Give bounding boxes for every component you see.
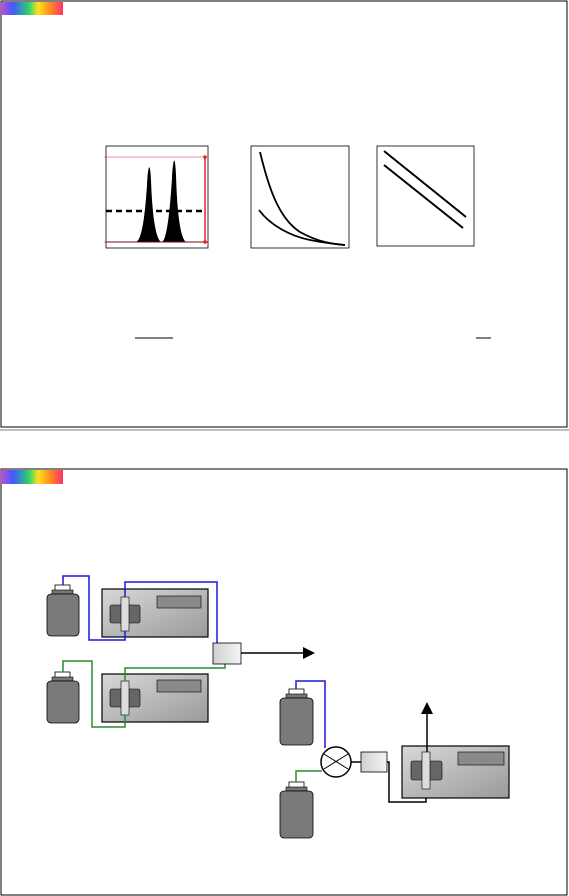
slide-1-logo xyxy=(1,2,63,15)
blue-tubing-outlet xyxy=(124,581,218,643)
chromatogram-peak-1 xyxy=(136,167,161,242)
green-tubing xyxy=(62,660,126,728)
solvent-bottle-icon xyxy=(46,584,80,637)
mixer-icon xyxy=(360,751,388,773)
solvent-bottle-icon xyxy=(279,781,314,839)
chromatogram-plot-icon xyxy=(104,145,209,249)
mixer-icon xyxy=(212,642,242,665)
hplc-pump-icon xyxy=(401,745,510,799)
green-tubing-outlet xyxy=(124,664,226,681)
blue-tubing xyxy=(62,575,126,641)
decay-curves-plot-icon xyxy=(250,145,350,249)
solvent-bottle-icon xyxy=(46,671,80,724)
slide-1 xyxy=(0,0,568,428)
blue-tubing-low xyxy=(295,680,326,748)
hplc-pump-icon xyxy=(101,673,209,723)
line-upper xyxy=(383,150,467,218)
green-tubing-low xyxy=(295,770,322,782)
proportioning-valve-icon xyxy=(320,746,352,778)
solvent-bottle-icon xyxy=(279,688,314,746)
chromatogram-peak-2 xyxy=(162,160,186,242)
slide-2 xyxy=(0,468,568,896)
decay-curve-lower xyxy=(258,209,346,246)
slide-2-logo xyxy=(1,470,63,484)
parallel-lines-plot-icon xyxy=(376,145,475,247)
line-lower xyxy=(383,164,464,229)
hplc-pump-icon xyxy=(101,588,209,638)
